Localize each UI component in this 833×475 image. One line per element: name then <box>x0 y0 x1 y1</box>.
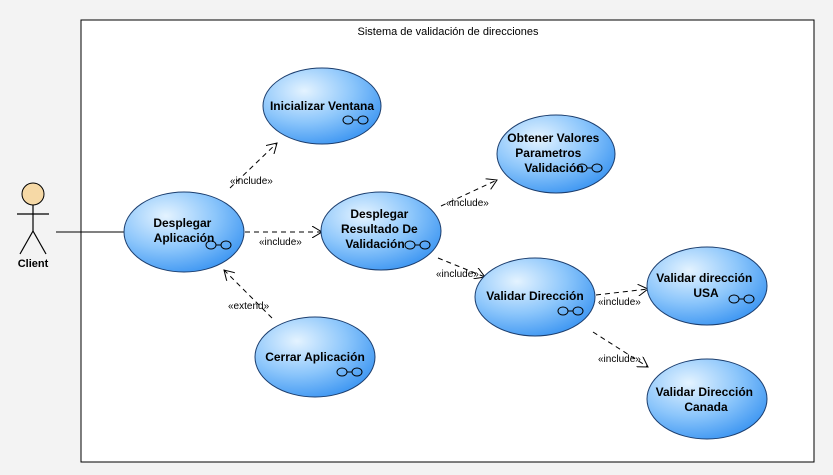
relation-label: «extend» <box>228 301 270 312</box>
use-case-label: Validar Dirección <box>486 289 583 303</box>
relation-validar-canada: «include» <box>592 331 648 367</box>
relation-desplegar-inicializar: «include» <box>229 143 277 189</box>
actor-leg-left <box>19 230 34 255</box>
actor-client[interactable]: Client <box>17 182 49 270</box>
composite-icon <box>205 240 232 250</box>
use-case-label: Validar Dirección Canada <box>656 385 757 414</box>
relation-label: «include» <box>598 354 641 365</box>
relation-label: «include» <box>598 297 641 308</box>
use-case-label: Obtener Valores Parametros Validación <box>507 131 602 175</box>
use-case-validar-usa[interactable]: Validar dirección USA <box>646 246 768 326</box>
use-case-desplegar-resultado[interactable]: Desplegar Resultado De Validación <box>320 191 442 271</box>
relation-cerrar-desplegar-extend: «extend» <box>224 270 273 319</box>
relation-resultado-obtener: «include» <box>440 180 497 209</box>
system-title: Sistema de validación de direcciones <box>358 26 539 38</box>
composite-icon <box>336 367 363 377</box>
use-case-label: Desplegar Aplicación <box>153 216 214 245</box>
actor-leg-right <box>32 230 47 255</box>
use-case-desplegar-aplicacion[interactable]: Desplegar Aplicación <box>123 191 245 273</box>
composite-icon <box>728 294 755 304</box>
use-case-validar-canada[interactable]: Validar Dirección Canada <box>646 358 768 440</box>
use-case-label: Validar dirección USA <box>656 271 755 300</box>
use-case-obtener-valores[interactable]: Obtener Valores Parametros Validación <box>496 114 616 194</box>
composite-icon <box>342 115 369 125</box>
use-case-label: Cerrar Aplicación <box>265 350 365 364</box>
relation-label: «include» <box>446 198 489 209</box>
relation-label: «include» <box>259 237 302 248</box>
use-case-validar-direccion[interactable]: Validar Dirección <box>474 257 596 337</box>
use-case-label: Inicializar Ventana <box>270 99 374 113</box>
relation-resultado-validar: «include» <box>436 257 485 280</box>
actor-head <box>21 182 45 206</box>
actor-label: Client <box>18 258 49 270</box>
composite-icon <box>404 240 431 250</box>
use-case-label: Desplegar Resultado De Validación <box>341 207 421 251</box>
relation-label: «include» <box>230 176 273 187</box>
composite-icon <box>576 163 603 173</box>
composite-icon <box>557 306 584 316</box>
relation-validar-usa: «include» <box>595 289 648 308</box>
relation-desplegar-resultado: «include» <box>245 232 322 248</box>
relation-label: «include» <box>436 269 479 280</box>
use-case-cerrar-aplicacion[interactable]: Cerrar Aplicación <box>254 316 376 398</box>
use-case-inicializar-ventana[interactable]: Inicializar Ventana <box>262 67 382 145</box>
